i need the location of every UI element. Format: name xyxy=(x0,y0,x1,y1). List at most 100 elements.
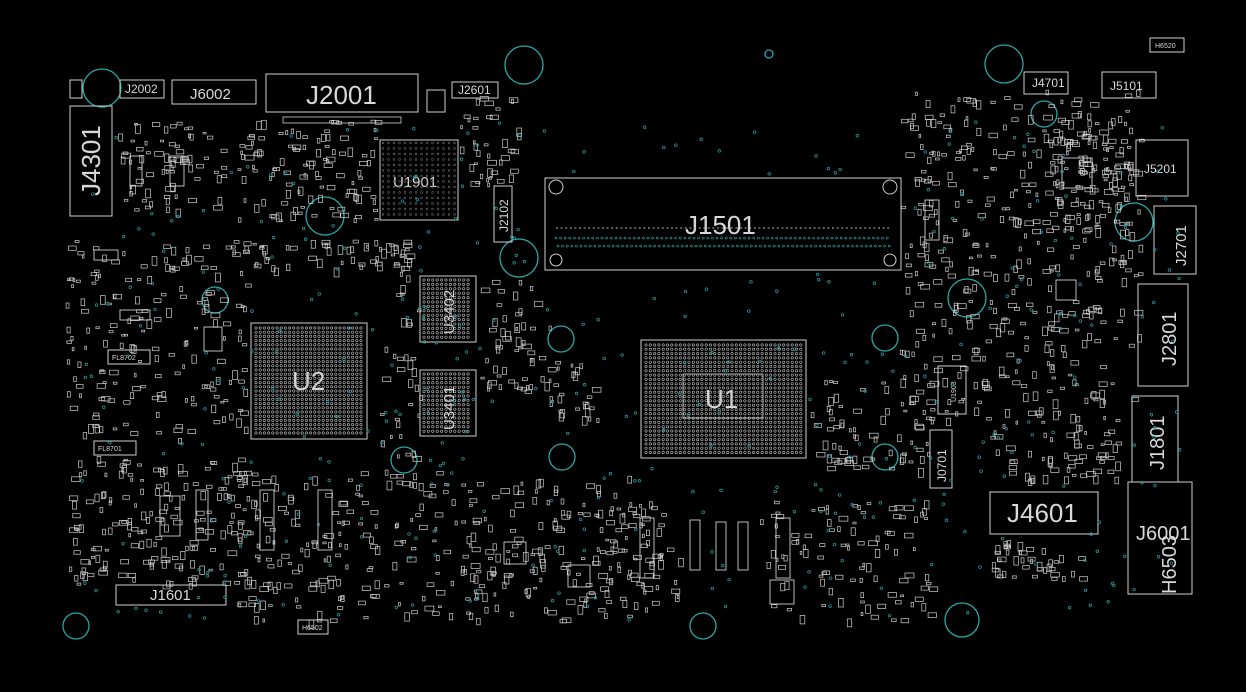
passive-component xyxy=(225,245,233,250)
bga-ball xyxy=(321,339,325,343)
via xyxy=(817,278,821,282)
passive-component xyxy=(369,536,374,544)
bga-ball xyxy=(258,423,262,427)
bga-ball xyxy=(696,360,700,364)
passive-component xyxy=(859,577,863,583)
connector-pin xyxy=(561,244,564,248)
bga-ball xyxy=(444,412,448,416)
connector-pin xyxy=(724,236,728,240)
bga-ball xyxy=(721,429,725,433)
passive-component xyxy=(1032,391,1039,401)
passive-component xyxy=(671,588,681,594)
bga-ball xyxy=(773,446,777,450)
bga-ball xyxy=(321,423,325,427)
connector-pin xyxy=(754,244,758,248)
bga-ball xyxy=(330,414,334,418)
passive-component xyxy=(382,376,392,382)
bga-ball xyxy=(398,163,401,167)
passive-component xyxy=(1096,456,1102,460)
bga-ball xyxy=(351,368,355,372)
bga-ball xyxy=(422,425,426,429)
bga-ball xyxy=(457,376,461,380)
bga-ball xyxy=(734,399,738,403)
passive-component xyxy=(613,492,618,499)
bga-ball xyxy=(773,420,777,424)
passive-component xyxy=(1051,327,1060,332)
bga-ball xyxy=(687,386,691,390)
passive-component xyxy=(1027,137,1036,143)
connector-pin xyxy=(720,236,723,240)
passive-component xyxy=(352,239,359,244)
bga-ball xyxy=(708,446,712,450)
via xyxy=(1062,484,1066,488)
via xyxy=(162,249,166,253)
passive-component xyxy=(199,518,206,522)
passive-component xyxy=(631,576,640,582)
passive-component xyxy=(933,356,943,362)
bga-ball xyxy=(359,351,363,355)
bga-ball xyxy=(777,429,781,433)
bga-ball xyxy=(448,300,452,304)
passive-component xyxy=(489,327,497,333)
connector-pin xyxy=(665,236,668,240)
bga-ball xyxy=(644,395,648,399)
via xyxy=(204,351,208,355)
passive-component xyxy=(920,144,924,150)
passive-component xyxy=(1080,473,1088,478)
via xyxy=(849,353,854,357)
passive-component xyxy=(1063,218,1067,223)
passive-component xyxy=(298,564,303,572)
passive-component xyxy=(66,359,71,365)
bga-ball xyxy=(721,438,725,442)
passive-component xyxy=(887,592,897,598)
connector-pin xyxy=(736,244,739,248)
passive-component xyxy=(540,375,545,383)
bga-ball xyxy=(296,397,300,401)
bga-ball xyxy=(444,304,448,308)
via xyxy=(574,391,579,396)
bga-ball xyxy=(275,423,279,427)
bga-ball xyxy=(444,296,448,300)
passive-component xyxy=(483,143,489,147)
bga-ball xyxy=(453,412,457,416)
bga-ball xyxy=(721,442,725,446)
bga-ball xyxy=(292,423,296,427)
bga-ball xyxy=(466,425,470,429)
passive-component xyxy=(760,519,764,525)
bga-ball xyxy=(267,360,271,364)
bga-ball xyxy=(721,450,725,454)
bga-ball xyxy=(426,335,430,339)
bga-ball xyxy=(271,355,275,359)
passive-component xyxy=(326,159,330,164)
passive-component xyxy=(79,472,83,478)
bga-ball xyxy=(409,169,412,172)
mounting-hole xyxy=(305,196,345,236)
bga-ball xyxy=(674,395,678,399)
bga-ball xyxy=(708,420,712,424)
bga-ball xyxy=(696,425,700,429)
via xyxy=(596,495,601,500)
via xyxy=(717,410,722,414)
passive-component xyxy=(1114,476,1119,485)
bga-ball xyxy=(425,169,429,172)
passive-component xyxy=(921,170,927,174)
bga-ball xyxy=(678,386,682,390)
via xyxy=(1153,425,1157,430)
passive-component xyxy=(1075,197,1079,203)
via xyxy=(331,224,335,228)
component-outline xyxy=(317,489,333,551)
passive-component xyxy=(1089,185,1096,195)
passive-component xyxy=(235,504,241,508)
passive-component xyxy=(838,445,842,451)
bga-ball xyxy=(317,347,321,351)
bga-ball xyxy=(309,418,313,422)
bga-ball xyxy=(387,202,390,205)
bga-ball xyxy=(258,347,262,351)
passive-component xyxy=(1041,456,1045,462)
bga-ball xyxy=(777,438,781,442)
bga-ball xyxy=(462,372,466,376)
connector-j4301-outline xyxy=(69,105,113,217)
passive-component xyxy=(96,456,102,464)
passive-component xyxy=(860,612,864,617)
passive-component xyxy=(473,116,479,121)
